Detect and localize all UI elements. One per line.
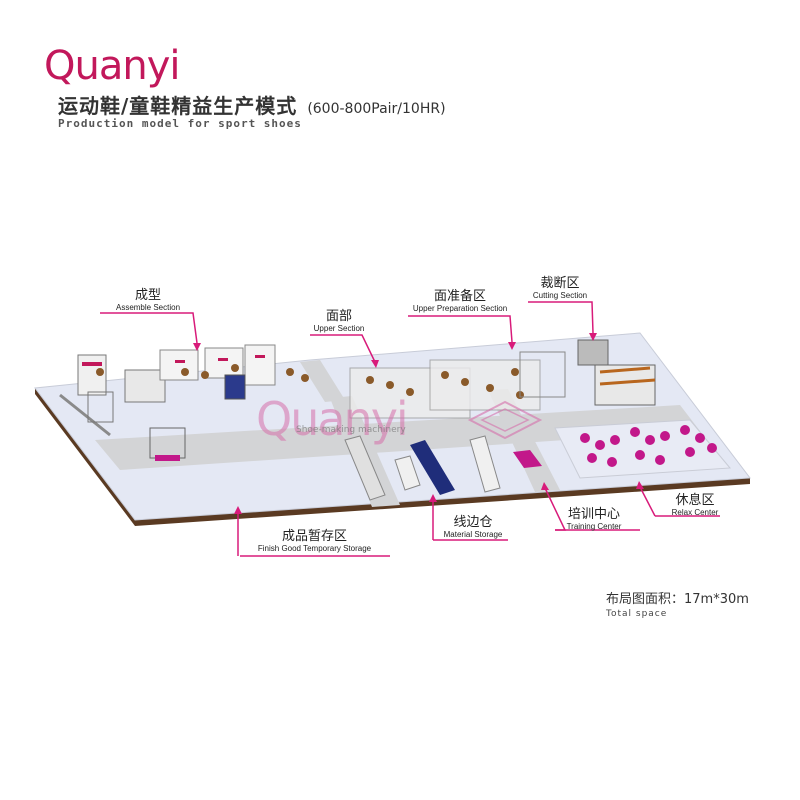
label-assemble: 成型 Assemble Section (115, 288, 181, 312)
page-title: 运动鞋/童鞋精益生产模式 (600-800Pair/10HR) (58, 90, 446, 119)
training-table (513, 450, 542, 468)
material-storage (344, 435, 501, 501)
page-subtitle: Production model for sport shoes (58, 117, 302, 130)
label-cutting: 裁断区 Cutting Section (532, 276, 588, 300)
label-upper-prep: 面准备区 Upper Preparation Section (412, 289, 508, 313)
label-material-storage: 线边仓 Material Storage (443, 515, 503, 539)
assemble-line (59, 344, 276, 461)
leader-lines (100, 301, 720, 557)
aisle-horizontal (95, 405, 700, 470)
upper-section (96, 359, 541, 419)
title-cn: 运动鞋/童鞋精益生产模式 (58, 94, 298, 118)
brand-logo: Quanyi (44, 43, 180, 89)
aisle-vertical-3 (300, 360, 345, 402)
label-training: 培训中心 Training Center (566, 507, 622, 531)
capacity-label: (600-800Pair/10HR) (307, 101, 446, 117)
aisle-vertical-2 (488, 389, 560, 492)
label-finish-storage: 成品暂存区 Finish Good Temporary Storage (257, 529, 372, 553)
arrow-heads (193, 333, 644, 514)
watermark-emblem (467, 400, 543, 440)
label-upper: 面部 Upper Section (313, 309, 365, 333)
cutting-section (519, 339, 656, 406)
floor-edge (35, 388, 750, 526)
label-relax: 休息区 Relax Center (671, 493, 719, 517)
watermark-logo: Quanyi (256, 392, 409, 446)
watermark-subtitle: Shoe-making machinery (296, 425, 406, 435)
relax-chairs (580, 425, 717, 467)
total-space: 布局图面积：17m*30m Total space (606, 592, 749, 619)
